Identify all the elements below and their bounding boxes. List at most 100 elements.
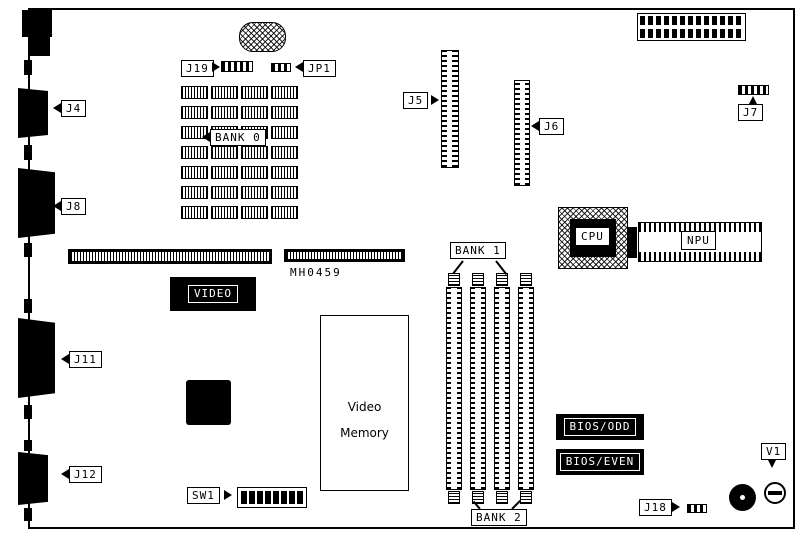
slot-body [494, 287, 510, 490]
pin-row [640, 29, 743, 38]
label-bios-odd: BIOS/ODD [563, 418, 637, 436]
dip-chip [271, 186, 298, 199]
sw1-dip-switch [237, 487, 307, 508]
asic-chip [186, 380, 231, 425]
dip-chip [241, 206, 268, 219]
pointer-icon [295, 62, 303, 72]
switch-segment [241, 491, 247, 504]
edge-tab [24, 405, 32, 419]
label-sw1: SW1 [187, 487, 220, 504]
simm-slot-4 [518, 273, 534, 504]
label-npu: NPU [681, 231, 716, 250]
slot-cap [472, 273, 484, 286]
label-bios-even: BIOS/EVEN [559, 453, 641, 471]
switch-segment [281, 491, 287, 504]
label-j6: J6 [539, 118, 565, 135]
dip-chip [211, 166, 238, 179]
dip-chip [241, 166, 268, 179]
dip-chip [181, 166, 208, 179]
dip-chip [271, 86, 298, 99]
label-bank1: BANK 1 [450, 242, 506, 259]
pointer-icon [212, 62, 220, 72]
label-cpu: CPU [575, 227, 610, 246]
slot-cap [520, 273, 532, 286]
speaker-hole-icon [740, 495, 745, 500]
pin-row [639, 223, 761, 232]
pointer-icon [53, 103, 61, 113]
keyboard-port-base [29, 37, 50, 56]
dip-chip [241, 186, 268, 199]
dip-chip [211, 186, 238, 199]
edge-tab [24, 508, 32, 521]
edge-tab [24, 299, 32, 313]
pointer-icon [672, 502, 680, 512]
dip-chip [271, 166, 298, 179]
dip-chip [181, 106, 208, 119]
jp1-header [271, 63, 291, 72]
edge-tab [24, 440, 32, 451]
dip-chip [271, 146, 298, 159]
j5-slot [441, 50, 459, 168]
j8-port [18, 168, 55, 238]
dip-chip [211, 106, 238, 119]
video-memory-label: Video Memory [321, 394, 408, 446]
npu-socket [638, 222, 762, 262]
dip-chip [271, 106, 298, 119]
bios-odd-chip: BIOS/ODD [556, 414, 644, 440]
board-id-text: MH0459 [290, 266, 342, 279]
simm-slot-2 [470, 273, 486, 504]
slot-cap [496, 273, 508, 286]
card-edge-slot [68, 249, 272, 264]
keyboard-port [22, 10, 52, 37]
switch-segment [273, 491, 279, 504]
label-bank0: BANK 0 [210, 129, 266, 146]
label-j4: J4 [61, 100, 87, 117]
j4-port [18, 88, 48, 138]
dip-chip [181, 146, 208, 159]
v1-slot-mark [768, 491, 782, 495]
pointer-icon [531, 121, 539, 131]
dip-chip [181, 206, 208, 219]
video-memory-line2: Memory [340, 426, 389, 440]
pointer-icon [202, 132, 210, 142]
j12-port [18, 452, 48, 505]
pointer-icon [224, 490, 232, 500]
switch-segment [289, 491, 295, 504]
pin-row [640, 16, 743, 25]
pointer-icon [749, 96, 757, 104]
label-bank2: BANK 2 [471, 509, 527, 526]
label-v1: V1 [761, 443, 787, 460]
edge-tab [24, 145, 32, 160]
switch-segment [265, 491, 271, 504]
dip-chip [181, 186, 208, 199]
power-header-connector [637, 13, 746, 41]
board-outline [28, 8, 795, 529]
simm-slot-3 [494, 273, 510, 504]
label-jp1: JP1 [303, 60, 336, 77]
edge-tab [24, 60, 32, 75]
j6-slot [514, 80, 530, 186]
dip-chip [241, 86, 268, 99]
pointer-icon [53, 201, 61, 211]
video-memory-line1: Video [347, 400, 382, 414]
pin-row [639, 252, 761, 261]
label-j11: J11 [69, 351, 102, 368]
slot-cap [448, 491, 460, 504]
dip-chip [211, 86, 238, 99]
dip-chip [241, 146, 268, 159]
pointer-icon [61, 354, 69, 364]
slot-body [470, 287, 486, 490]
slot-body [518, 287, 534, 490]
label-video: VIDEO [187, 285, 239, 303]
inductor-component [239, 22, 286, 52]
label-j19: J19 [181, 60, 214, 77]
label-j5: J5 [403, 92, 429, 109]
slot-cap [496, 491, 508, 504]
bank0-chip-array [181, 86, 298, 219]
j18-header [687, 504, 707, 513]
slot-cap [520, 491, 532, 504]
dip-chip [211, 146, 238, 159]
simm-slot-1 [446, 273, 462, 504]
label-j7: J7 [738, 104, 764, 121]
